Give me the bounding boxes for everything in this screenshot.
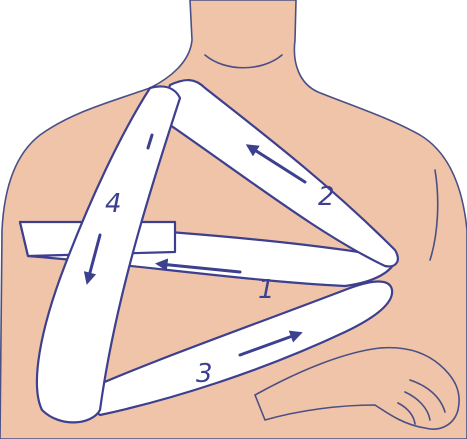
label-band-3: 3 (196, 359, 213, 389)
label-band-4: 4 (105, 189, 122, 219)
label-band-1: 1 (258, 275, 275, 305)
label-band-2: 2 (318, 182, 335, 212)
